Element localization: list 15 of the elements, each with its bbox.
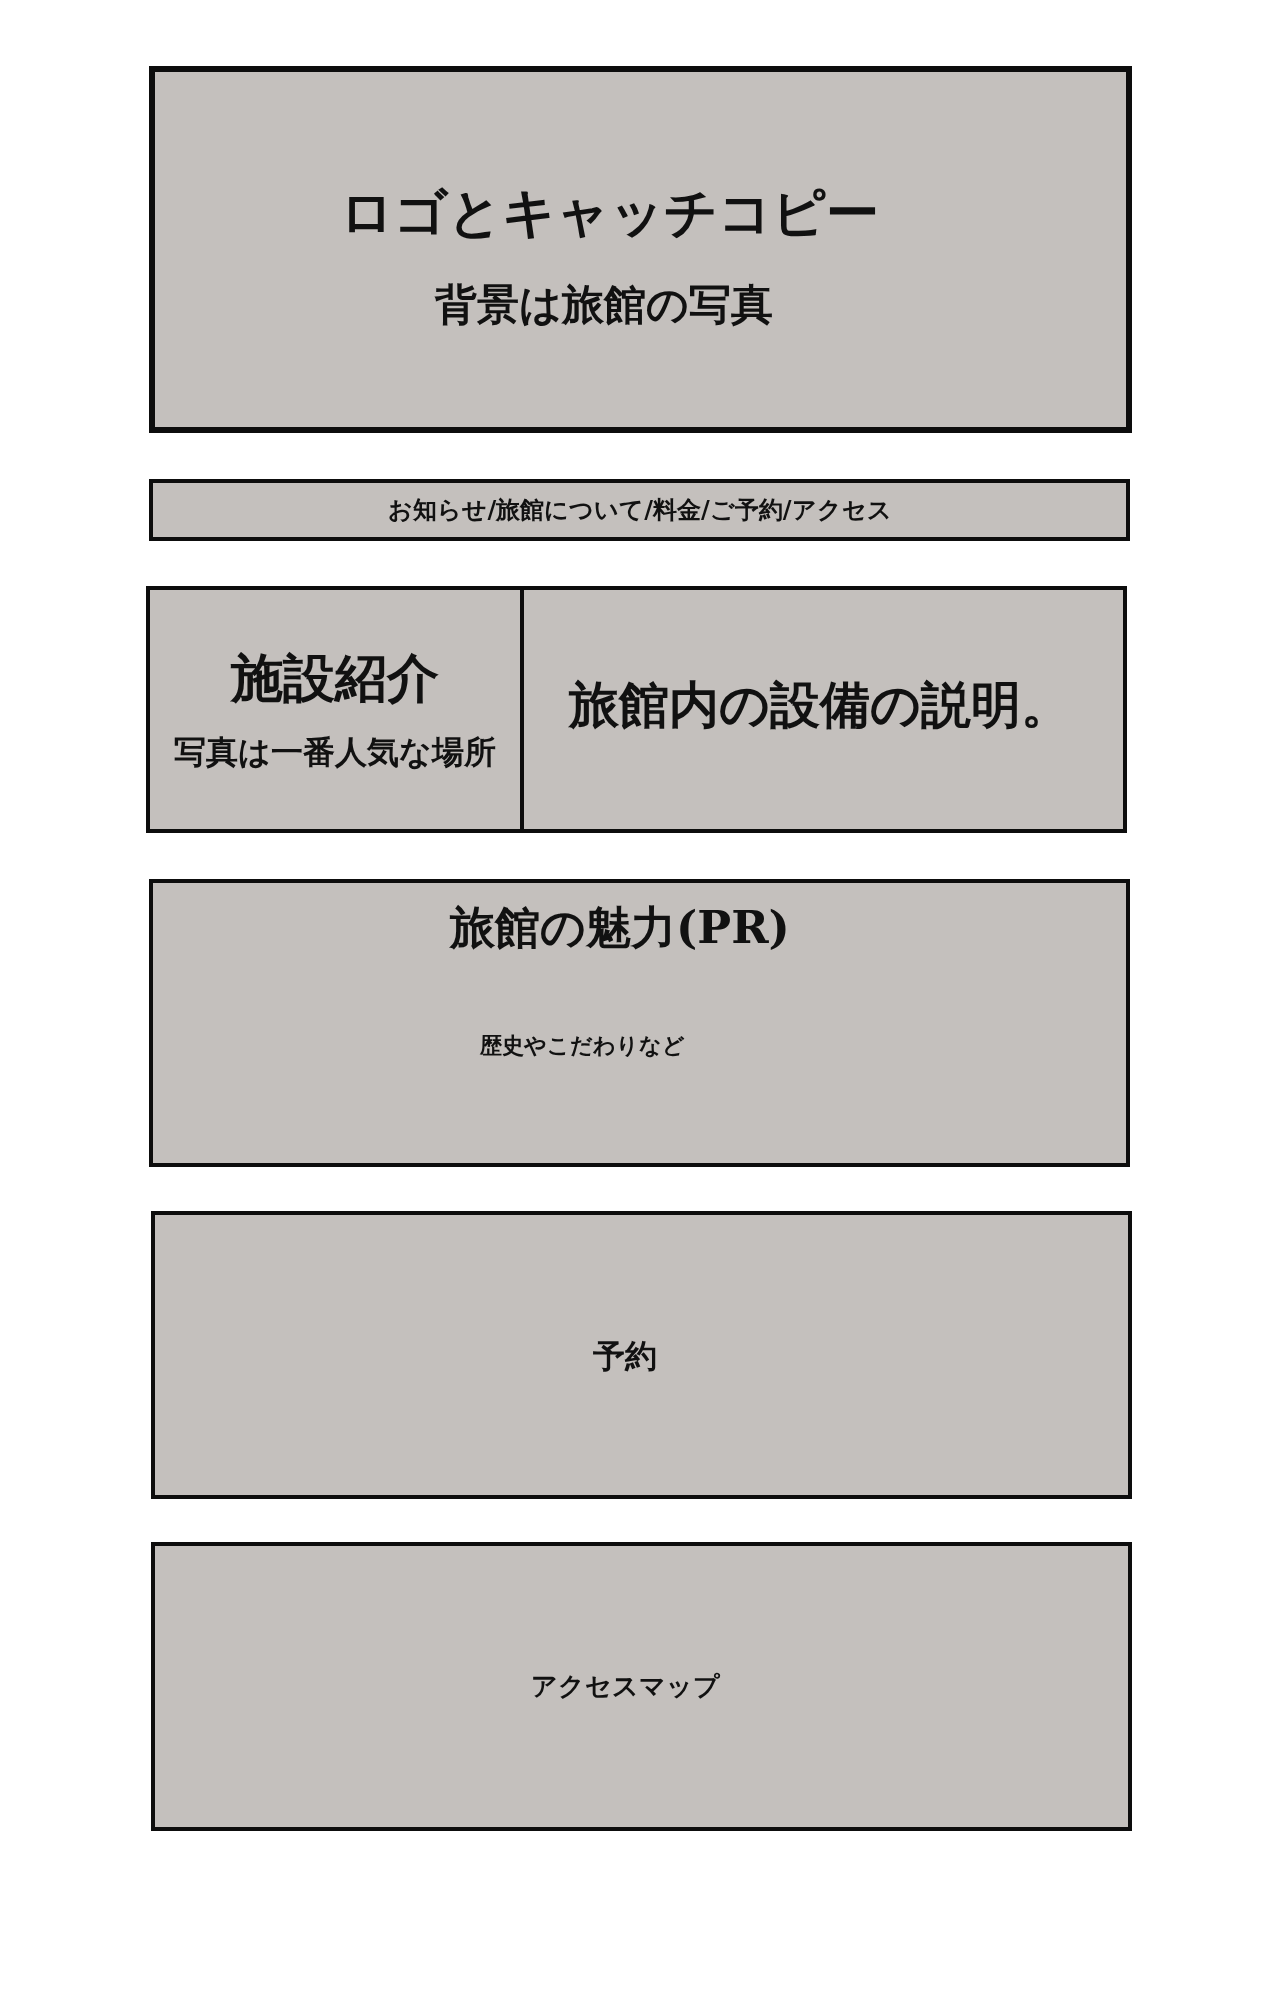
subheading: 背景は旅館の写真	[435, 284, 773, 326]
heading: 施設紹介	[231, 652, 439, 704]
heading: ロゴとキャッチコピー	[339, 185, 879, 239]
heading: 旅館の魅力(PR)	[450, 904, 790, 950]
heading: 予約	[593, 1340, 657, 1372]
navigation-bar	[149, 479, 1130, 541]
section-panel	[149, 879, 1130, 1167]
section-panel	[151, 1542, 1132, 1831]
header-panel	[149, 66, 1132, 433]
heading: 旅館内の設備の説明。	[569, 680, 1071, 730]
subheading: 歴史やこだわりなど	[480, 1034, 685, 1056]
subheading: 写真は一番人気な場所	[174, 736, 496, 768]
menu-text: お知らせ/旅館について/料金/ご予約/アクセス	[388, 498, 892, 522]
heading: アクセスマップ	[530, 1673, 720, 1699]
section-panel	[151, 1211, 1132, 1499]
